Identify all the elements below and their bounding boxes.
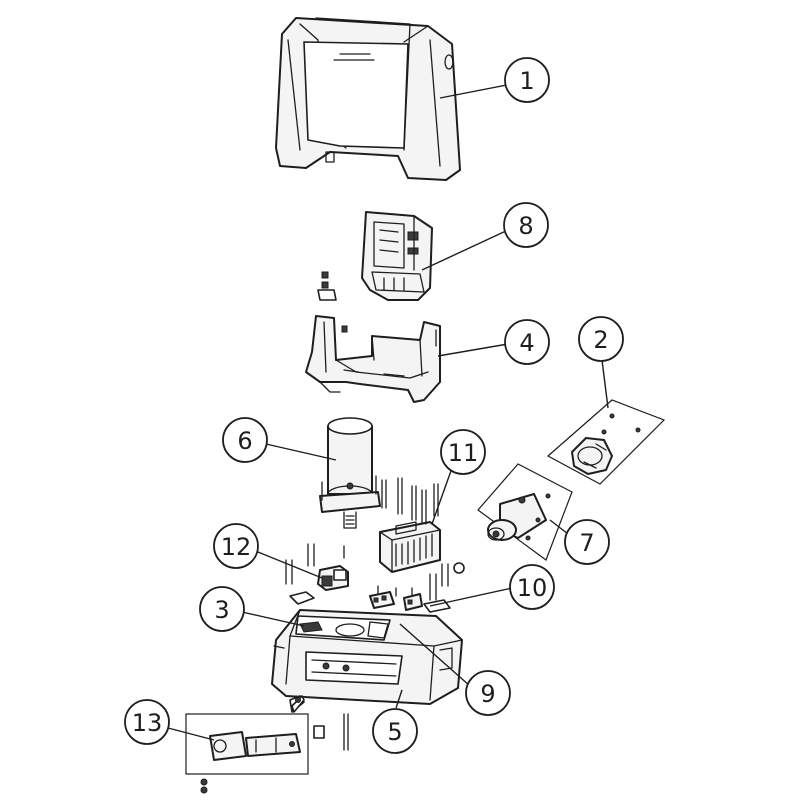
callout-2: 2 [578, 316, 624, 362]
screws-and-pins [285, 477, 465, 601]
leader-lines [167, 83, 609, 741]
callout-11: 11 [440, 429, 486, 475]
svg-text:7: 7 [579, 529, 594, 557]
part-13-pinion-kit [185, 695, 349, 794]
part-7-gearbox [477, 463, 573, 561]
svg-text:8: 8 [518, 212, 533, 240]
small-connectors [317, 271, 337, 301]
callout-4: 4 [504, 319, 550, 365]
svg-text:13: 13 [132, 709, 163, 737]
callout-13: 13 [124, 699, 170, 745]
callout-8: 8 [503, 202, 549, 248]
part-12-switch [317, 565, 349, 591]
part-8-control-board [361, 211, 433, 301]
svg-text:9: 9 [480, 680, 495, 708]
part-11-transformer [379, 521, 441, 573]
callout-12: 12 [213, 523, 259, 569]
svg-text:3: 3 [214, 596, 229, 624]
part-6-motor [319, 417, 381, 529]
callout-3: 3 [199, 586, 245, 632]
callout-9: 9 [465, 670, 511, 716]
part-10-terminal-blocks [289, 585, 451, 613]
callout-1: 1 [504, 57, 550, 103]
callout-7: 7 [564, 519, 610, 565]
callout-5: 5 [372, 708, 418, 754]
part-2-release-mechanism [546, 399, 666, 485]
svg-text:10: 10 [517, 574, 548, 602]
part-4-bracket [305, 315, 441, 403]
callout-10: 10 [509, 564, 555, 610]
svg-text:4: 4 [519, 329, 534, 357]
callout-6: 6 [222, 417, 268, 463]
svg-text:2: 2 [593, 326, 608, 354]
part-3-pcb-plate [295, 615, 391, 641]
part-1-cover [275, 17, 461, 181]
svg-text:11: 11 [448, 439, 479, 467]
svg-text:5: 5 [387, 718, 402, 746]
svg-text:1: 1 [519, 67, 534, 95]
svg-text:12: 12 [221, 533, 252, 561]
svg-text:6: 6 [237, 427, 252, 455]
